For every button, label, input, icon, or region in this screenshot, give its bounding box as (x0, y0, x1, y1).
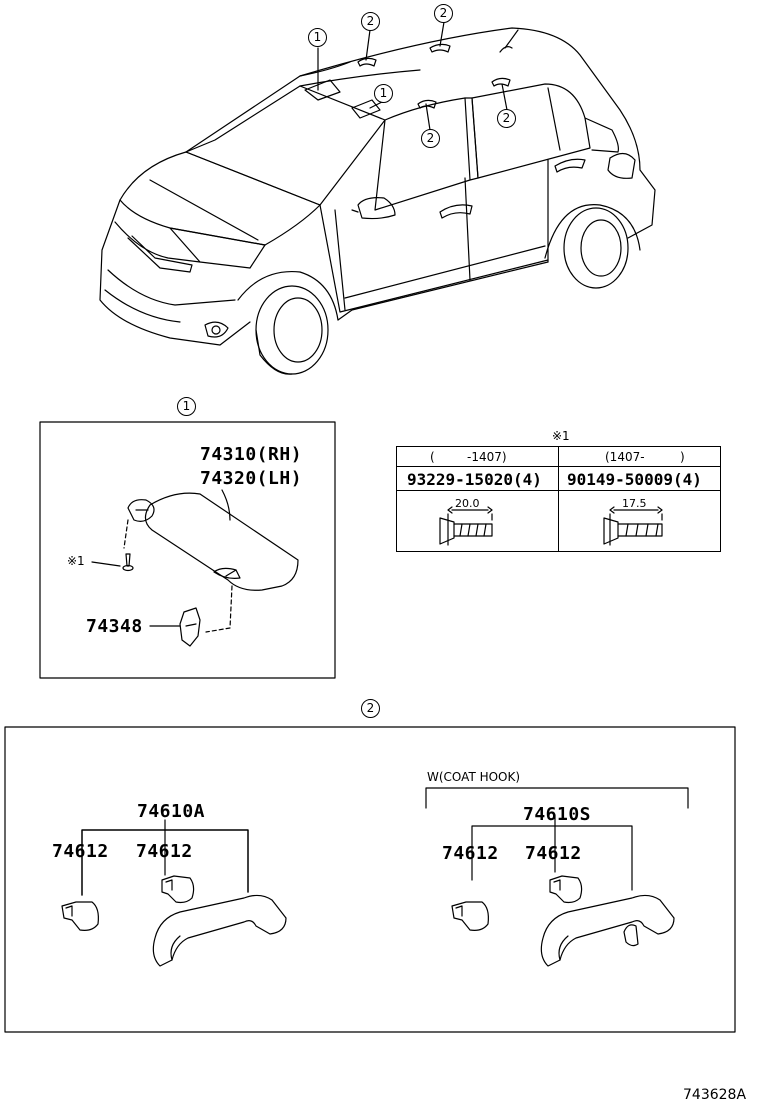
part-74310-rh: 74310(RH) (200, 444, 303, 465)
part-74612-left: 74612 (52, 841, 109, 862)
part-74348: 74348 (86, 616, 143, 637)
screw-table-title: ※1 (552, 429, 570, 443)
part-74610S: 74610S (523, 804, 592, 825)
screw-table: ( -1407) (1407- ) 93229-15020(4) 90149-5… (396, 446, 721, 552)
diagram-id: 743628A (683, 1087, 747, 1103)
part-74612-right: 74612 (136, 841, 193, 862)
screw-part-93229: 93229-15020(4) (407, 470, 542, 489)
callout-2-car-b: 2 (434, 4, 453, 23)
sun-visor-box (39, 421, 336, 679)
clip-74612-right (161, 875, 195, 904)
part-74612-hook-right: 74612 (525, 843, 582, 864)
clip-74612-left (61, 901, 99, 931)
part-74320-lh: 74320(LH) (200, 468, 303, 489)
callout-2-car-d: 2 (497, 109, 516, 128)
screw-ref-mark: ※1 (67, 554, 85, 568)
assist-grip-box (4, 726, 736, 1033)
callout-2-section: 2 (361, 699, 380, 718)
callout-1-car-b: 1 (374, 84, 393, 103)
clip-74612-hook-right (549, 875, 583, 904)
car-illustration (99, 21, 656, 375)
grip-74610S (540, 894, 675, 967)
part-74612-hook-left: 74612 (442, 843, 499, 864)
period-left-open: ( (430, 450, 435, 464)
part-74610A: 74610A (137, 801, 206, 822)
sun-visor-shape (144, 492, 299, 591)
period-left-close: -1407) (467, 450, 507, 464)
screw-part-90149: 90149-50009(4) (567, 470, 702, 489)
screw-length-20: 20.0 (455, 497, 480, 510)
callout-2-car-a: 2 (361, 12, 380, 31)
grip-74610A (152, 894, 287, 967)
callout-1-section: 1 (177, 397, 196, 416)
callout-1-car-a: 1 (308, 28, 327, 47)
coat-hook-label: W(COAT HOOK) (427, 770, 521, 784)
screw-icons (439, 506, 663, 546)
period-right-open: (1407- (605, 450, 645, 464)
callout-2-car-c: 2 (421, 129, 440, 148)
screw-length-17: 17.5 (622, 497, 647, 510)
period-right-close: ) (680, 450, 685, 464)
clip-74612-hook-left (451, 901, 489, 931)
